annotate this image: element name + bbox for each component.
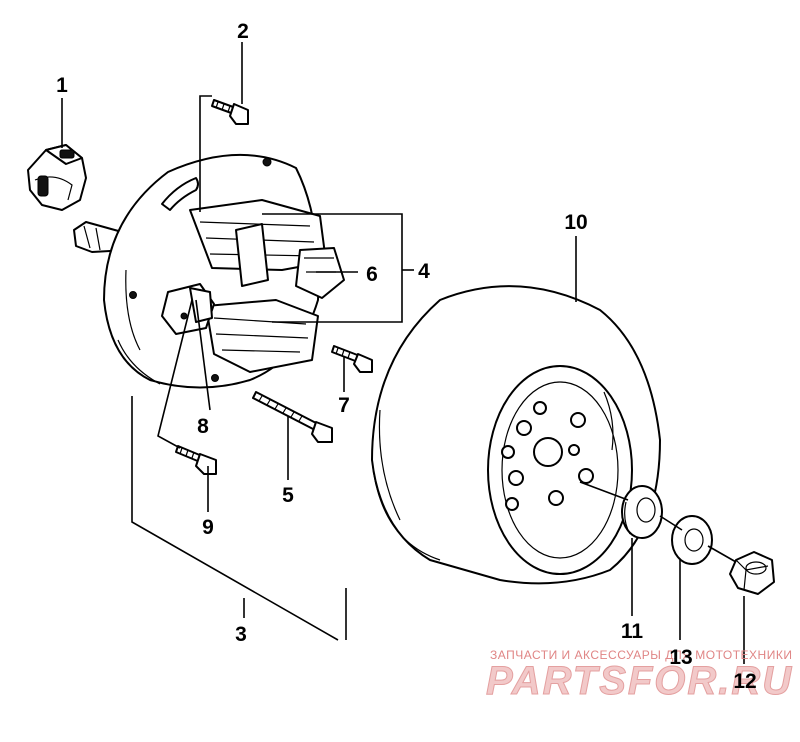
callout-2: 2 — [237, 20, 249, 43]
part-10-flywheel-rotor — [371, 285, 661, 585]
part-11-thick-washer — [621, 485, 663, 539]
callout-labels: 1 2 3 4 5 6 7 8 9 10 11 12 13 — [56, 20, 757, 693]
callout-11: 11 — [621, 620, 644, 643]
part-5-long-bolt — [252, 391, 333, 443]
callout-6: 6 — [366, 263, 378, 286]
callout-8: 8 — [197, 415, 209, 438]
callout-5: 5 — [282, 484, 294, 507]
callout-12: 12 — [733, 670, 756, 693]
callout-13: 13 — [669, 646, 692, 669]
part-1-rubber-damper — [27, 144, 87, 211]
part-6-pulser-coil — [295, 247, 345, 299]
callout-7: 7 — [338, 394, 350, 417]
part-13-washer — [671, 515, 713, 565]
watermark: ЗАПЧАСТИ И АКСЕССУАРЫ ДЛЯ МОТОТЕХНИКИ PA… — [486, 648, 793, 704]
stator-coil-lower — [205, 299, 319, 373]
callout-9: 9 — [202, 516, 214, 539]
part-9-screw — [175, 445, 217, 475]
part-7-screw — [331, 345, 373, 373]
leader-lines — [61, 42, 745, 664]
stator-coil-upper — [189, 199, 327, 287]
part-2-screw — [211, 99, 249, 125]
callout-1: 1 — [56, 74, 68, 97]
watermark-tagline: ЗАПЧАСТИ И АКСЕССУАРЫ ДЛЯ МОТОТЕХНИКИ — [490, 648, 792, 662]
part-8-contact-breaker — [161, 283, 215, 335]
callout-10: 10 — [564, 211, 587, 234]
callout-3: 3 — [235, 623, 247, 646]
callout-4: 4 — [418, 260, 430, 283]
part-12-nut — [729, 551, 775, 595]
watermark-logo: PARTSFOR.RU — [486, 659, 793, 703]
